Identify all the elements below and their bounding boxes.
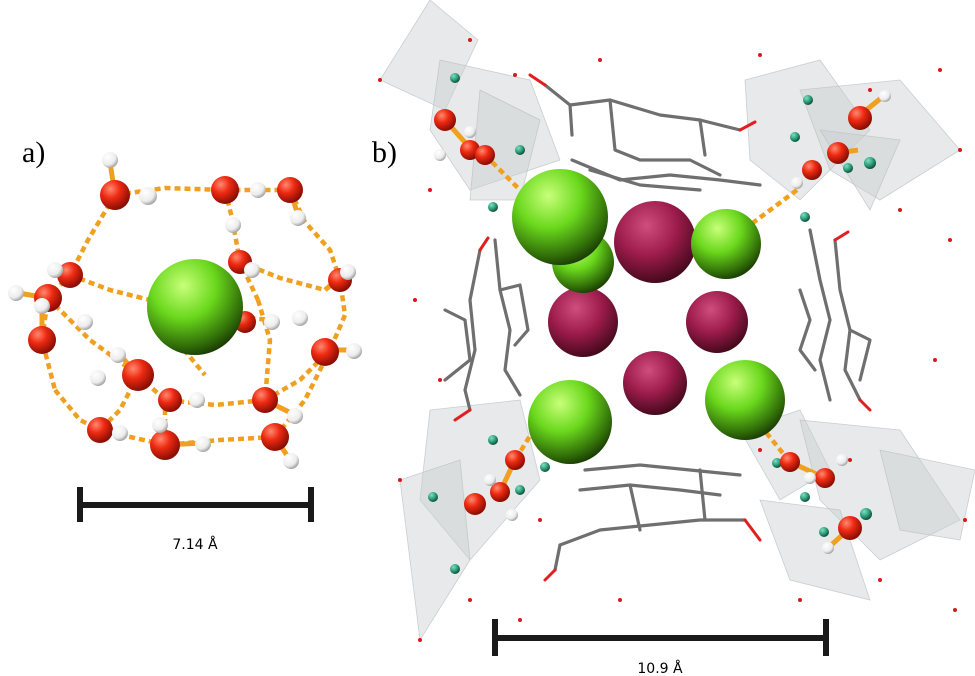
oxygen-atoms — [28, 176, 352, 460]
small-atoms — [428, 73, 876, 574]
scale-label-a: 7.14 Å — [172, 536, 218, 553]
scale-label-b: 10.9 Å — [637, 660, 683, 676]
scale-bar-a — [77, 487, 314, 522]
scale-bar-b — [492, 619, 829, 656]
panel-a-label: a) — [22, 136, 45, 169]
chloride-ion — [147, 259, 243, 355]
cation-spheres — [548, 201, 748, 415]
small-oxygen-dots — [378, 38, 967, 642]
panel-a-water-cage: a) — [8, 136, 362, 553]
panel-b-framework: b) — [372, 0, 975, 676]
coordinated-waters — [434, 90, 891, 554]
panel-b-label: b) — [372, 136, 397, 169]
organic-linkers — [443, 73, 872, 582]
chloride-spheres — [512, 169, 785, 464]
